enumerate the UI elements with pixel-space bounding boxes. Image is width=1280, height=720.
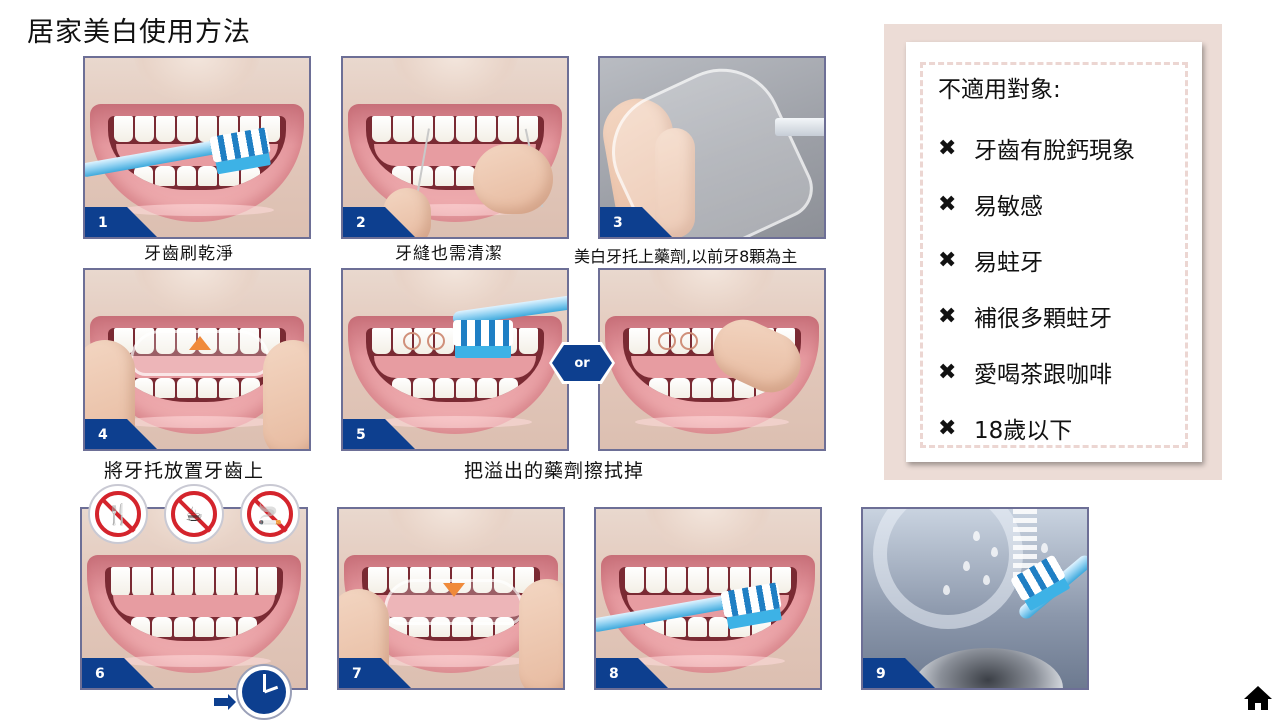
x-icon: ✖ xyxy=(938,415,957,441)
x-icon: ✖ xyxy=(938,247,957,273)
step-number: 7 xyxy=(352,666,362,682)
nose-illustration xyxy=(132,58,262,104)
x-icon: ✖ xyxy=(938,359,957,385)
step-number: 4 xyxy=(98,427,108,443)
list-item: ✖ 18歲以下 xyxy=(938,415,1073,445)
step-panel-4: 4 xyxy=(83,268,311,451)
list-item: ✖ 愛喝茶跟咖啡 xyxy=(938,359,1112,389)
list-item: ✖ 易蛀牙 xyxy=(938,247,1043,277)
page-title: 居家美白使用方法 xyxy=(27,17,251,48)
clock-icon xyxy=(236,664,292,720)
step-number: 2 xyxy=(356,215,366,231)
contraindications-list: ✖ 牙齒有脫鈣現象 ✖ 易敏感 ✖ 易蛀牙 ✖ 補很多顆蛀牙 ✖ 愛喝茶跟咖啡 … xyxy=(938,120,1135,456)
mouth-illustration xyxy=(87,555,301,673)
step-panel-5a: 5 xyxy=(341,268,569,451)
list-item: ✖ 補很多顆蛀牙 xyxy=(938,303,1112,333)
x-icon: ✖ xyxy=(938,135,957,161)
step-panel-8: 8 xyxy=(594,507,822,690)
step-panel-3: 3 xyxy=(598,56,826,239)
arrow-down-icon xyxy=(443,583,465,597)
step-panel-1: 1 xyxy=(83,56,311,239)
step-caption-1: 牙齒刷乾淨 xyxy=(144,244,234,264)
step-panel-2: 2 xyxy=(341,56,569,239)
step-number: 8 xyxy=(609,666,619,682)
step-caption-2: 牙縫也需清潔 xyxy=(395,244,503,264)
x-icon: ✖ xyxy=(938,303,957,329)
list-item: ✖ 牙齒有脫鈣現象 xyxy=(938,135,1135,165)
step-number: 9 xyxy=(876,666,886,682)
excess-gel-marker xyxy=(658,332,676,350)
contraindications-card: 不適用對象: ✖ 牙齒有脫鈣現象 ✖ 易敏感 ✖ 易蛀牙 ✖ 補很多顆蛀牙 ✖ … xyxy=(884,24,1222,480)
sink-drain-illustration xyxy=(913,648,1063,688)
step-number: 5 xyxy=(356,427,366,443)
list-item: ✖ 易敏感 xyxy=(938,191,1043,221)
toothbrush-head-icon xyxy=(453,320,513,346)
step-caption-5: 把溢出的藥劑擦拭掉 xyxy=(464,460,645,482)
arrow-right-icon xyxy=(214,694,236,710)
excess-gel-marker xyxy=(680,332,698,350)
gel-syringe-icon xyxy=(775,118,824,136)
step-panel-9: 9 xyxy=(861,507,1089,690)
arrow-up-icon xyxy=(189,336,211,350)
hand-illustration xyxy=(655,128,695,237)
step-number: 3 xyxy=(613,215,623,231)
x-icon: ✖ xyxy=(938,191,957,217)
step-caption-4: 將牙托放置牙齒上 xyxy=(104,460,265,482)
hand-illustration xyxy=(473,144,553,214)
hand-illustration xyxy=(519,579,563,688)
home-icon[interactable] xyxy=(1243,685,1273,711)
step-panel-5b xyxy=(598,268,826,451)
whitening-tray-illustration xyxy=(873,509,1023,629)
step-caption-3: 美白牙托上藥劑,以前牙8顆為主 xyxy=(574,247,798,266)
prohibition-icons: 🍴 ☕ 🚬 xyxy=(88,484,300,544)
step-number: 6 xyxy=(95,666,105,682)
no-smoking-icon: 🚬 xyxy=(240,484,300,544)
or-badge: or xyxy=(549,342,615,384)
step-panel-7: 7 xyxy=(337,507,565,690)
excess-gel-marker xyxy=(403,332,421,350)
no-coffee-icon: ☕ xyxy=(164,484,224,544)
whitening-tray-illustration xyxy=(384,579,524,625)
step-number: 1 xyxy=(98,215,108,231)
excess-gel-marker xyxy=(427,332,445,350)
card-title: 不適用對象: xyxy=(938,77,1061,103)
hand-illustration xyxy=(263,340,309,449)
no-eating-icon: 🍴 xyxy=(88,484,148,544)
